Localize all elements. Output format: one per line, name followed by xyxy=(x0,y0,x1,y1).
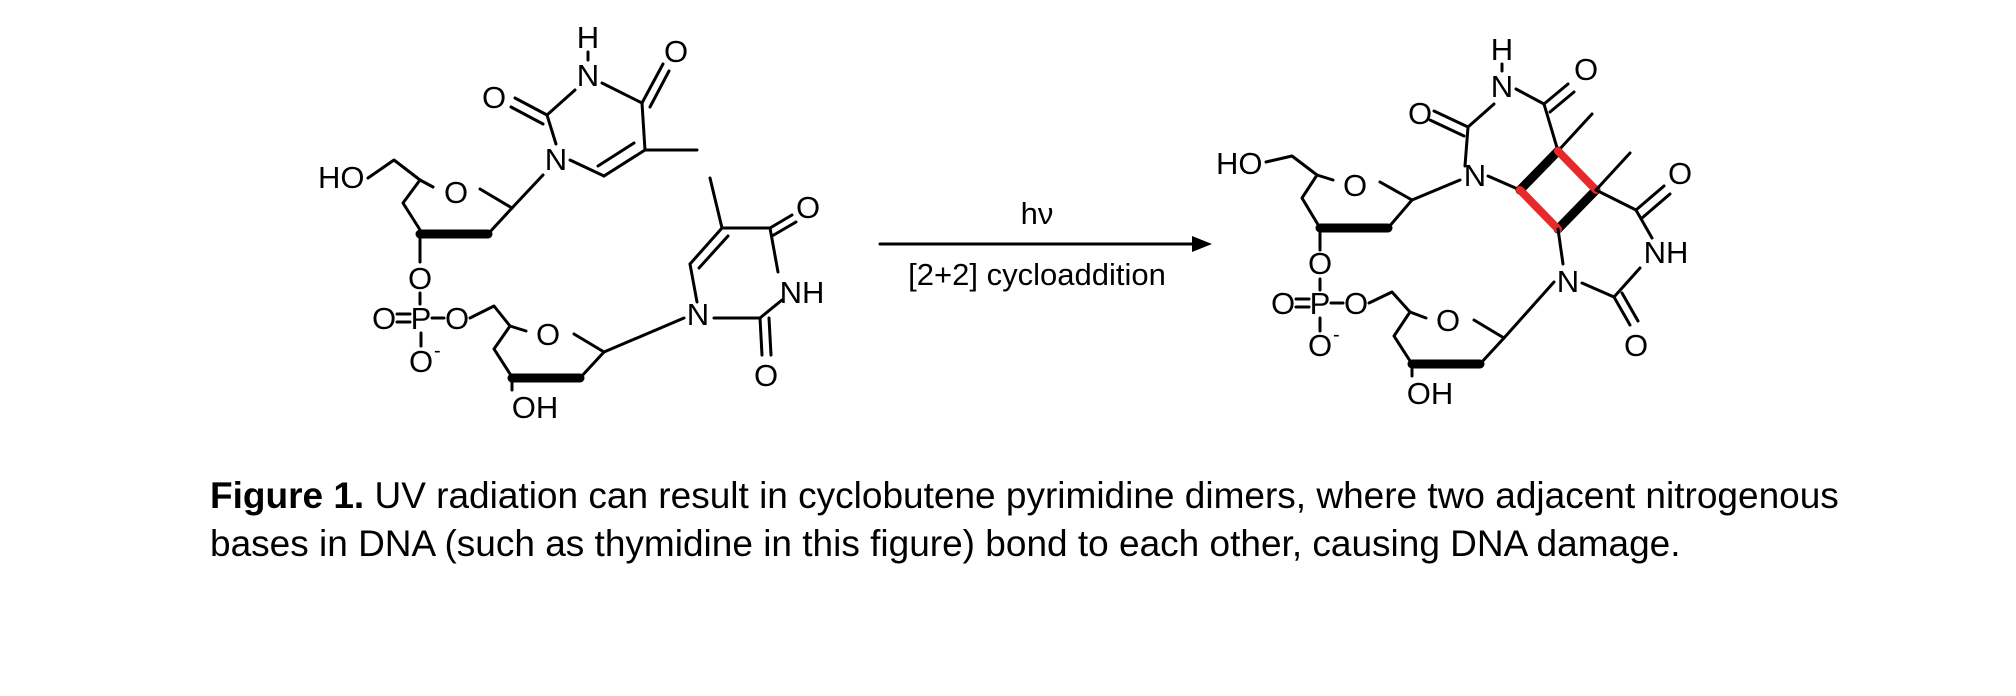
upper-thymine: N O N H O xyxy=(482,20,699,210)
carbonyl-o-label: O xyxy=(1624,328,1648,363)
phosphate-o2-label: O xyxy=(1271,286,1295,321)
new-bond xyxy=(1554,147,1600,194)
hydroxyl-label: HO xyxy=(318,160,365,195)
reactant-dinucleotide: O HO O P O O O - xyxy=(318,20,824,425)
phosphate-group: O P O O O - xyxy=(1271,246,1412,363)
figure-caption: Figure 1. UV radiation can result in cyc… xyxy=(210,472,1860,568)
phosphorus-label: P xyxy=(1310,286,1331,321)
new-bond xyxy=(1516,186,1562,233)
carbonyl-o-label: O xyxy=(754,358,778,393)
upper-deoxyribose: O HO xyxy=(318,158,514,264)
phosphate-o2-label: O xyxy=(372,301,396,336)
n3-hydrogen-label: H xyxy=(577,20,599,55)
figure-label: Figure 1. xyxy=(210,475,365,516)
n1-label: N xyxy=(545,142,567,177)
ring-oxygen-label: O xyxy=(1436,303,1460,338)
phosphate-o3-label: O xyxy=(1344,286,1368,321)
phosphate-o1-label: O xyxy=(408,261,432,296)
ring-oxygen-label: O xyxy=(536,317,560,352)
carbonyl-o-label: O xyxy=(1408,96,1432,131)
carbonyl-o-label: O xyxy=(664,34,688,69)
arrow-condition-label: hν xyxy=(1021,196,1054,231)
reaction-scheme: O HO O P O O O - xyxy=(318,20,1692,425)
reaction-arrow: hν [2+2] cycloaddition xyxy=(878,196,1212,292)
n1-label: N xyxy=(1464,158,1486,193)
carbonyl-o-label: O xyxy=(1574,52,1598,87)
n3-hydrogen-label: H xyxy=(1491,32,1513,67)
phosphorus-label: P xyxy=(411,301,432,336)
carbonyl-o-label: O xyxy=(796,190,820,225)
n1-label: N xyxy=(687,297,709,332)
hydroxyl-label: OH xyxy=(1407,376,1454,411)
hydroxyl-label: HO xyxy=(1216,146,1263,181)
lower-deoxyribose: O OH xyxy=(1392,303,1506,411)
lower-dihydrothymine: N O NH O xyxy=(1502,156,1692,363)
upper-deoxyribose: O HO xyxy=(1216,146,1414,252)
n3-label: NH xyxy=(1644,235,1689,270)
phosphate-o3-label: O xyxy=(445,301,469,336)
n3-label: N xyxy=(577,58,599,93)
upper-dihydrothymine: N O N H O xyxy=(1408,32,1598,202)
carbonyl-o-label: O xyxy=(482,80,506,115)
phosphate-o4-label: O xyxy=(409,344,433,379)
product-cyclobutane-dimer: O HO O P O O O - O xyxy=(1216,32,1692,411)
phosphate-o4-label: O xyxy=(1308,328,1332,363)
lower-deoxyribose: O OH xyxy=(492,317,606,425)
lower-thymine: N O NH O xyxy=(602,176,825,393)
negative-charge-label: - xyxy=(1333,324,1340,346)
cyclobutane-ring xyxy=(1515,146,1632,234)
n3-label: NH xyxy=(780,275,825,310)
ring-oxygen-label: O xyxy=(1343,168,1367,203)
phosphate-o1-label: O xyxy=(1308,246,1332,281)
negative-charge-label: - xyxy=(434,340,441,362)
arrowhead-icon xyxy=(1192,236,1212,252)
arrow-reaction-type-label: [2+2] cycloaddition xyxy=(908,257,1166,292)
caption-text: UV radiation can result in cyclobutene p… xyxy=(210,475,1839,564)
ring-oxygen-label: O xyxy=(444,175,468,210)
phosphate-group: O P O O O - xyxy=(372,261,512,379)
n3-label: N xyxy=(1491,69,1513,104)
n1-label: N xyxy=(1557,264,1579,299)
hydroxyl-label: OH xyxy=(512,390,559,425)
carbonyl-o-label: O xyxy=(1668,156,1692,191)
